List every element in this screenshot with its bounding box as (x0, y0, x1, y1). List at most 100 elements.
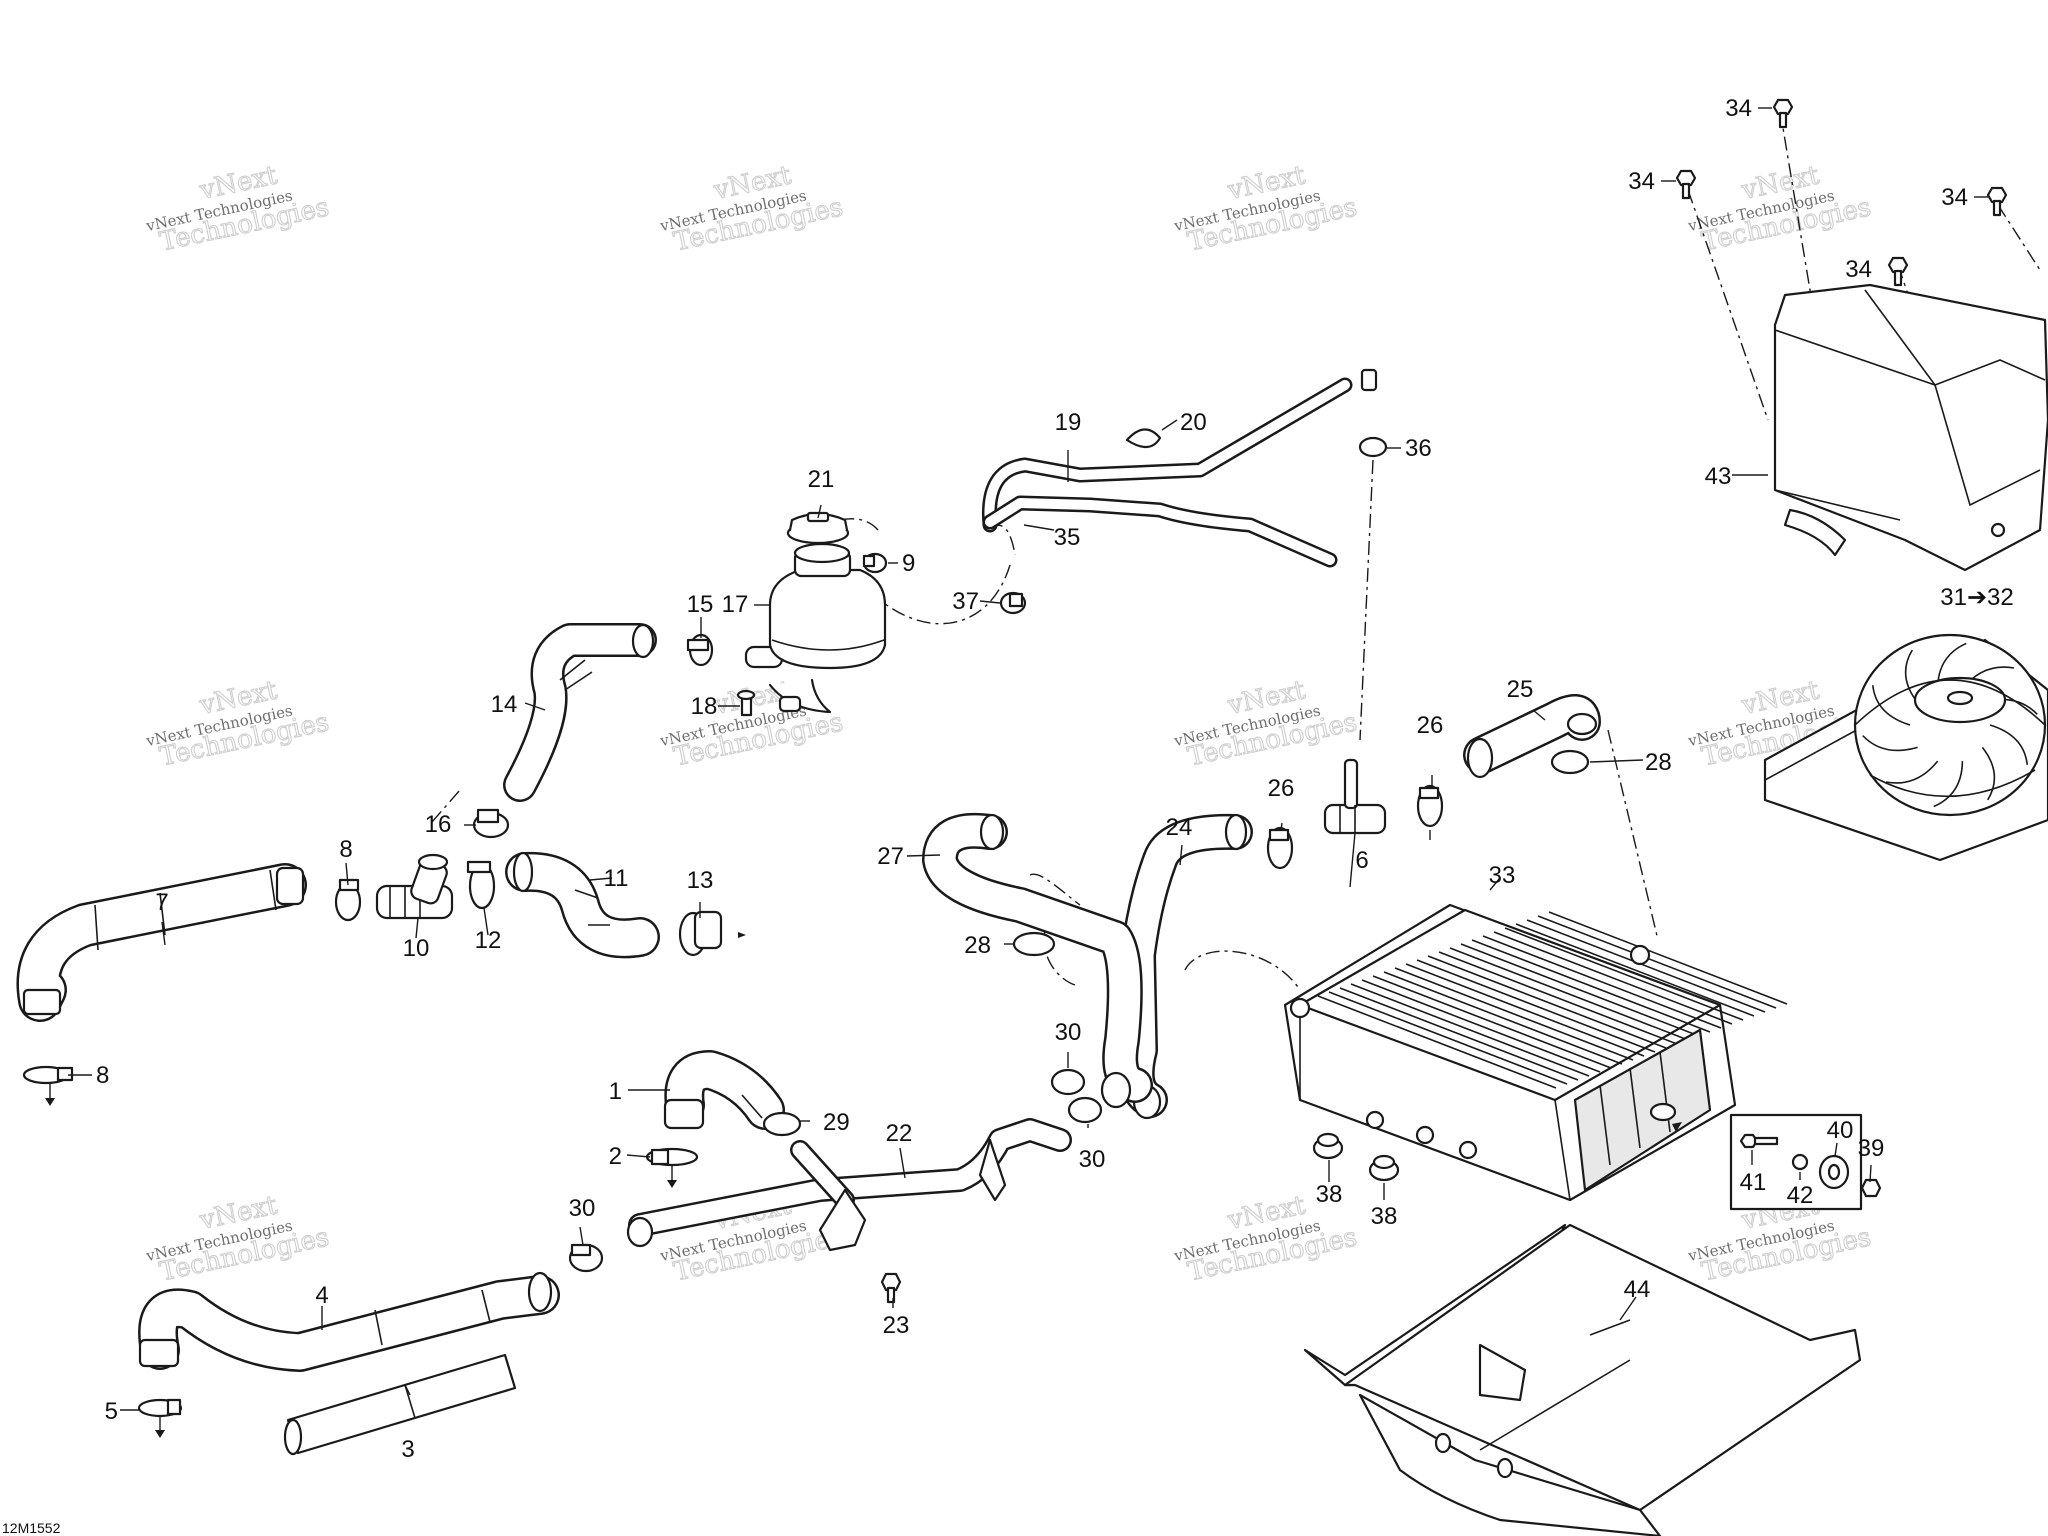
callout-34b: 34 (1628, 168, 1655, 195)
vent-tube-part-19 (981, 368, 1378, 533)
callout-11: 11 (604, 865, 629, 892)
radiator-fin (1361, 979, 1601, 1073)
callout-5: 5 (105, 1398, 118, 1425)
radiator-fin (1449, 947, 1689, 1041)
pipe-part-22 (626, 1118, 1072, 1252)
callout-22: 22 (886, 1120, 913, 1147)
hose-part-7 (16, 863, 307, 1022)
callout-30b: 30 (1079, 1146, 1106, 1173)
skid-plate-part-44 (1303, 1223, 1862, 1536)
tee-fitting-part-10 (375, 853, 454, 920)
clamp-part-36 (1358, 436, 1388, 458)
callout-9: 9 (902, 550, 915, 577)
radiator-fin (1482, 935, 1722, 1029)
fan-blade (1862, 735, 1918, 752)
radiator-part-33 (1283, 903, 1788, 1202)
fan-blade (1989, 724, 2029, 765)
callout-19: 19 (1055, 409, 1082, 436)
clamp-part-9 (862, 552, 888, 574)
radiator-fin (1493, 931, 1733, 1025)
radiator-fin (1548, 911, 1788, 1005)
radiator-fin (1460, 943, 1700, 1037)
radiator-fin (1383, 971, 1623, 1065)
radiator-fin (1394, 967, 1634, 1061)
clamp-part-29 (762, 1111, 802, 1137)
bolt-part-23 (880, 1272, 902, 1304)
callout-10: 10 (403, 935, 430, 962)
hose-part-27 (922, 812, 1153, 1109)
tee-fitting-part-6 (1323, 758, 1387, 835)
callout-26b: 26 (1417, 712, 1444, 739)
fan-part-31-32 (1763, 633, 2048, 862)
callout-28b: 28 (964, 932, 991, 959)
radiator-fin (1471, 939, 1711, 1033)
callout-28a: 28 (1645, 749, 1672, 776)
callout-18: 18 (691, 693, 718, 720)
fan-blade (1885, 760, 1939, 784)
radiator-fin (1405, 963, 1645, 1057)
clip-part-20 (1125, 428, 1162, 449)
callout-13: 13 (687, 867, 714, 894)
callout-7: 7 (155, 889, 168, 916)
callout-27: 27 (877, 843, 904, 870)
callout-2: 2 (609, 1143, 622, 1170)
callout-38a: 38 (1316, 1181, 1343, 1208)
sleeve-part-3 (283, 1353, 517, 1456)
clamp-part-15 (686, 633, 714, 667)
radiator-fin (1504, 927, 1744, 1021)
clamp-part-16 (472, 808, 510, 839)
callout-29: 29 (823, 1109, 850, 1136)
callout-25: 25 (1507, 676, 1534, 703)
clamp-part-5 (137, 1398, 183, 1438)
clamp-part-37 (999, 591, 1027, 615)
radiator-fin (1438, 951, 1678, 1045)
fan-blade (1871, 685, 1911, 726)
radiator-fin (1372, 975, 1612, 1069)
callout-37: 37 (952, 588, 979, 615)
callout-39: 39 (1858, 1135, 1885, 1162)
callout-labels: 1 2 3 4 5 6 7 8 8 9 10 11 12 13 14 15 16… (96, 95, 2014, 1463)
radiator-fin (1515, 923, 1755, 1017)
radiator-fin (1416, 959, 1656, 1053)
callout-26a: 26 (1268, 775, 1295, 802)
callout-21: 21 (808, 466, 835, 493)
callout-30a: 30 (1055, 1019, 1082, 1046)
callout-8a: 8 (339, 836, 352, 863)
hose-part-24 (1118, 813, 1253, 1120)
radiator-fin (1328, 991, 1568, 1085)
radiator-fin (1537, 915, 1777, 1009)
callout-41: 41 (1740, 1169, 1767, 1196)
cap-part-21 (786, 511, 850, 545)
callout-44: 44 (1624, 1276, 1651, 1303)
callout-31-32: 31➔32 (1940, 584, 2014, 611)
screw-part-18 (736, 689, 756, 717)
callout-15: 15 (687, 591, 714, 618)
callout-30c: 30 (569, 1195, 596, 1222)
clamp-part-13 (678, 910, 746, 957)
fan-blade (1933, 761, 1964, 808)
callout-leaders (68, 107, 1988, 1411)
callout-40: 40 (1827, 1117, 1854, 1144)
hose-part-14 (503, 623, 657, 802)
radiator-fin (1317, 995, 1557, 1089)
callout-3: 3 (401, 1436, 414, 1463)
hose-part-25 (1463, 694, 1601, 779)
callout-14: 14 (491, 691, 518, 718)
callout-8b: 8 (96, 1062, 109, 1089)
clamp-part-28 (1012, 749, 1590, 957)
grommet-part-38 (1312, 1132, 1400, 1182)
callout-36: 36 (1405, 435, 1432, 462)
callout-34a: 34 (1725, 95, 1752, 122)
clamp-part-12 (466, 860, 496, 910)
callout-34d: 34 (1845, 256, 1872, 283)
radiator-fin (1350, 983, 1590, 1077)
callout-17: 17 (722, 591, 749, 618)
hose-part-1 (663, 1050, 785, 1130)
